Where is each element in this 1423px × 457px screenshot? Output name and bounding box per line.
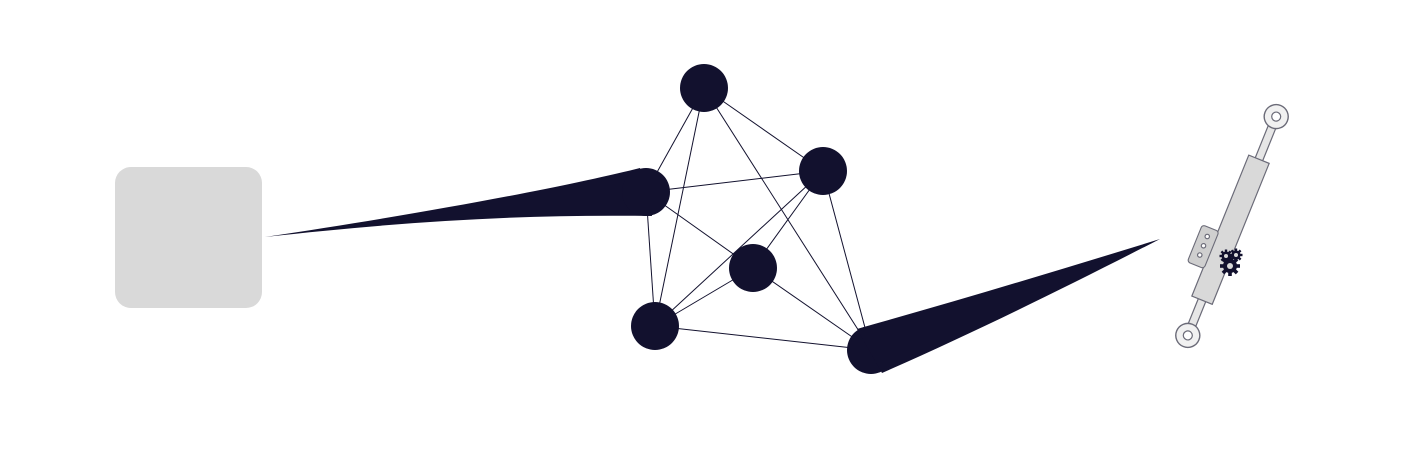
- edge-lower-left-output: [654, 325, 872, 351]
- node-right: [799, 147, 847, 195]
- edge-upper-left-right: [645, 170, 824, 193]
- network-edges: [645, 87, 872, 351]
- edge-top-output: [703, 87, 872, 351]
- edge-right-lower-left: [654, 170, 824, 327]
- node-center: [729, 244, 777, 292]
- edge-top-lower-left: [654, 87, 705, 327]
- output-connector: [857, 239, 1160, 373]
- hydraulic-actuator-icon: [1175, 103, 1289, 349]
- gear-icon: [1219, 248, 1243, 276]
- input-connector: [265, 168, 652, 237]
- network-nodes: [622, 64, 895, 374]
- node-lower-left: [631, 302, 679, 350]
- node-upper-left: [622, 168, 670, 216]
- input-block: [115, 167, 262, 308]
- edge-top-right: [703, 87, 824, 172]
- edge-right-output: [822, 170, 872, 351]
- node-top: [680, 64, 728, 112]
